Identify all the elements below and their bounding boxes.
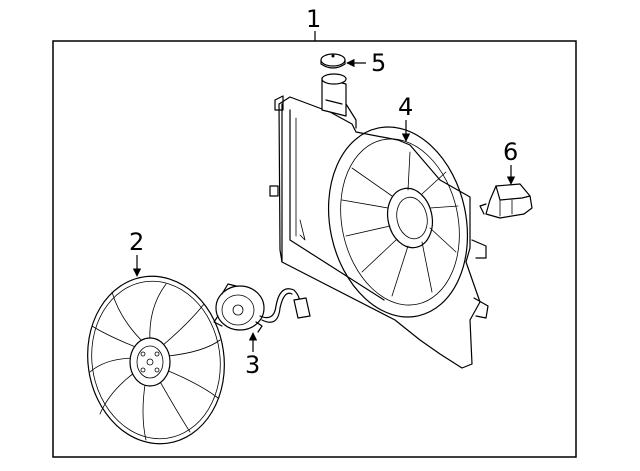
resistor-connector [479,183,533,219]
callout-4-label: 4 [398,93,413,121]
callout-1-label: 1 [306,5,321,33]
fan-blade [87,275,225,445]
callout-6-label: 6 [503,138,518,166]
callout-5-label: 5 [371,49,386,77]
callout-3-label: 3 [245,351,260,379]
fan-motor [213,283,311,333]
reservoir-cap [320,53,346,69]
fan-shroud [269,73,489,369]
callout-2-label: 2 [129,228,144,256]
